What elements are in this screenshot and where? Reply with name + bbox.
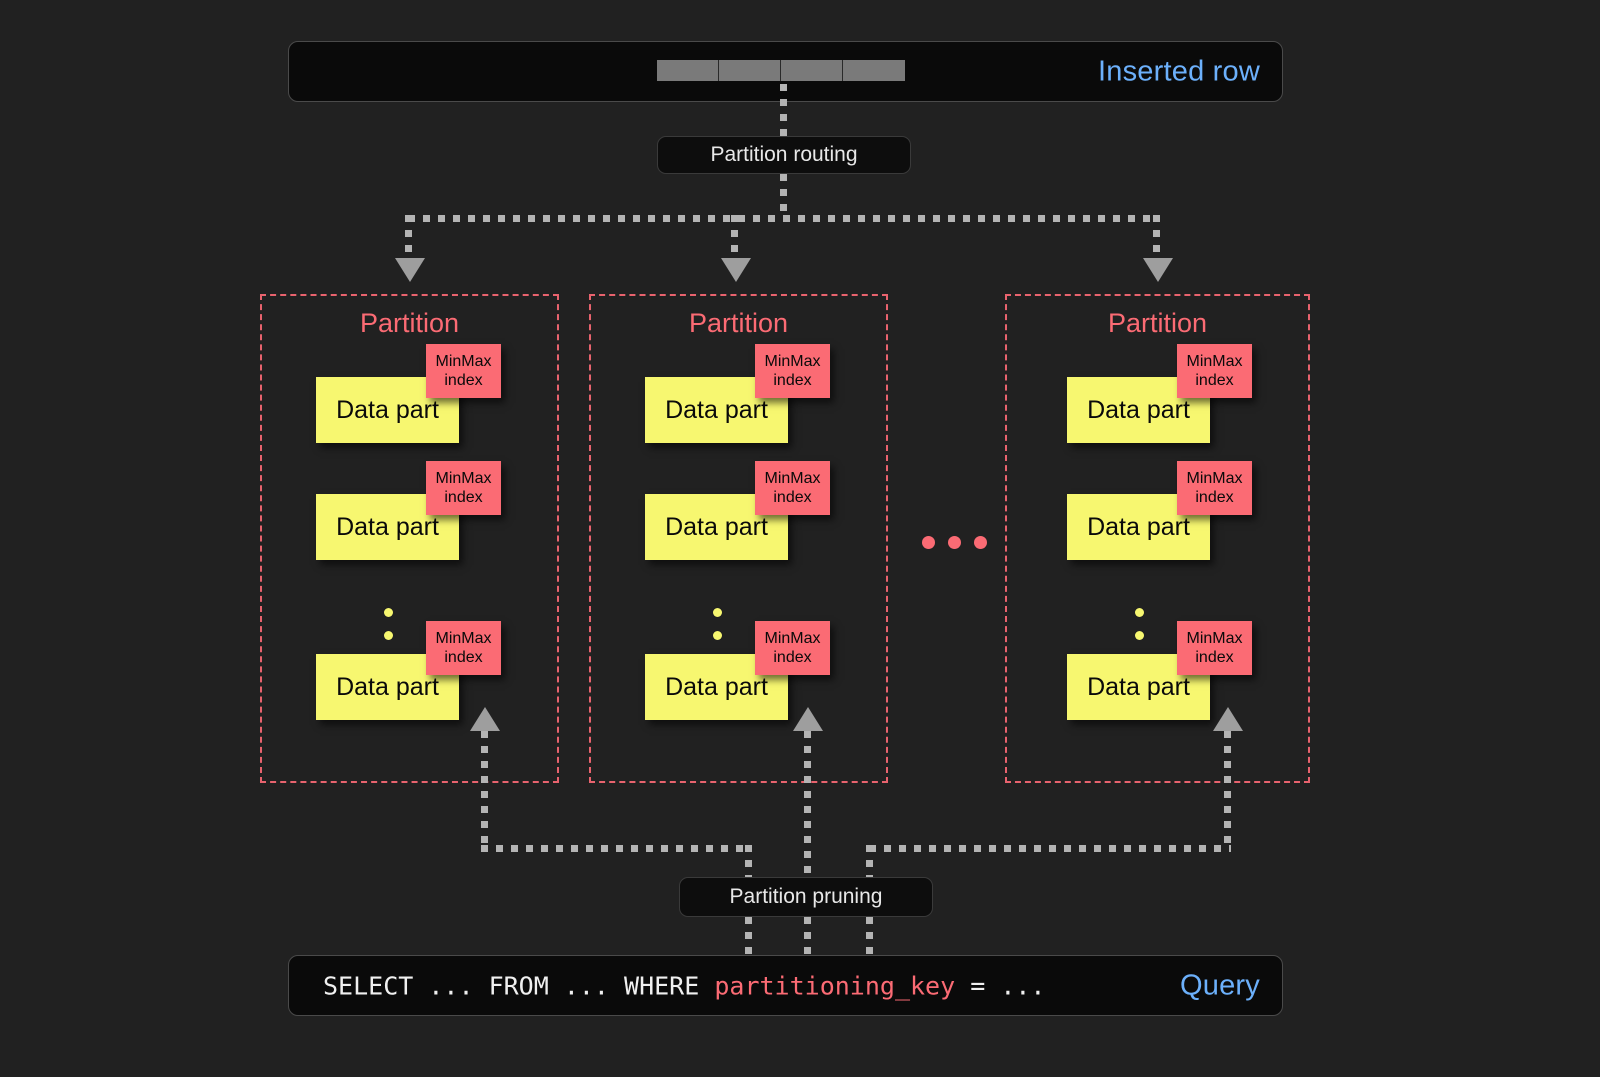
connector-pruning-to-query-left: [745, 917, 752, 957]
row-cell: [657, 60, 719, 81]
connector-row-to-routing: [780, 84, 787, 138]
data-part-box[interactable]: Data part: [1067, 654, 1210, 720]
minmax-index-box[interactable]: MinMax index: [755, 621, 830, 675]
minmax-index-box[interactable]: MinMax index: [1177, 461, 1252, 515]
minmax-line-1: MinMax: [764, 353, 821, 370]
minmax-line-2: index: [1195, 372, 1234, 389]
row-cell: [719, 60, 781, 81]
data-part-box[interactable]: Data part: [316, 654, 459, 720]
minmax-line-1: MinMax: [1186, 630, 1243, 647]
connector-pruning-to-query-right: [866, 917, 873, 957]
partition-title: Partition: [1107, 308, 1208, 338]
data-part-box[interactable]: Data part: [1067, 377, 1210, 443]
minmax-index-box[interactable]: MinMax index: [426, 621, 501, 675]
query-sql-text: SELECT ... FROM ... WHERE partitioning_k…: [323, 971, 1045, 1000]
partition-pruning-label: Partition pruning: [729, 885, 883, 908]
connector-bus-down-right: [866, 845, 873, 881]
minmax-line-1: MinMax: [764, 630, 821, 647]
minmax-line-1: MinMax: [764, 470, 821, 487]
connector-pruning-to-partition-1: [481, 731, 488, 851]
connector-bus-to-partition-3: [1153, 215, 1160, 263]
partition-container-3: Partition Data part MinMax index Data pa…: [1005, 294, 1310, 783]
partition-container-1: Partition Data part MinMax index Data pa…: [260, 294, 559, 783]
connector-routing-to-bus: [780, 174, 787, 219]
query-prefix: SELECT ... FROM ... WHERE: [323, 971, 715, 1000]
inserted-row-label: Inserted row: [1098, 55, 1260, 87]
connector-pruning-to-query-mid: [804, 917, 811, 957]
partition-pruning-box[interactable]: Partition pruning: [679, 877, 933, 917]
connector-pruning-to-partition-2: [804, 731, 811, 926]
minmax-line-2: index: [773, 489, 812, 506]
minmax-line-1: MinMax: [435, 470, 492, 487]
minmax-line-2: index: [773, 372, 812, 389]
query-label: Query: [1180, 969, 1260, 1001]
connector-bus-down-left: [745, 845, 752, 881]
connector-pruning-to-partition-3: [1224, 731, 1231, 851]
connector-pruning-bus-left: [481, 845, 749, 852]
partition-title: Partition: [359, 308, 460, 338]
minmax-line-2: index: [773, 649, 812, 666]
arrow-up-partition-1: [470, 707, 500, 731]
connector-distribution-bus: [408, 215, 1160, 222]
minmax-line-1: MinMax: [1186, 470, 1243, 487]
minmax-index-box[interactable]: MinMax index: [1177, 621, 1252, 675]
row-cell: [781, 60, 843, 81]
arrow-up-partition-3: [1213, 707, 1243, 731]
arrow-down-partition-1: [395, 258, 425, 282]
minmax-index-box[interactable]: MinMax index: [426, 461, 501, 515]
partition-routing-label: Partition routing: [710, 143, 858, 166]
inserted-row-cells: [657, 60, 905, 81]
minmax-line-1: MinMax: [435, 630, 492, 647]
arrow-down-partition-3: [1143, 258, 1173, 282]
query-suffix: = ...: [955, 971, 1046, 1000]
data-part-box[interactable]: Data part: [316, 377, 459, 443]
query-bar: SELECT ... FROM ... WHERE partitioning_k…: [288, 955, 1283, 1016]
partition-container-2: Partition Data part MinMax index Data pa…: [589, 294, 888, 783]
minmax-line-2: index: [444, 649, 483, 666]
minmax-index-box[interactable]: MinMax index: [755, 344, 830, 398]
minmax-index-box[interactable]: MinMax index: [1177, 344, 1252, 398]
query-keyword: partitioning_key: [714, 971, 956, 1000]
connector-pruning-bus-right: [869, 845, 1231, 852]
minmax-line-2: index: [1195, 489, 1234, 506]
partition-routing-box[interactable]: Partition routing: [657, 136, 911, 174]
partition-title: Partition: [688, 308, 789, 338]
minmax-line-2: index: [1195, 649, 1234, 666]
minmax-index-box[interactable]: MinMax index: [755, 461, 830, 515]
minmax-line-1: MinMax: [435, 353, 492, 370]
arrow-down-partition-2: [721, 258, 751, 282]
minmax-index-box[interactable]: MinMax index: [426, 344, 501, 398]
minmax-line-1: MinMax: [1186, 353, 1243, 370]
connector-bus-to-partition-2: [731, 215, 738, 263]
connector-bus-to-partition-1: [405, 215, 412, 263]
minmax-line-2: index: [444, 489, 483, 506]
minmax-line-2: index: [444, 372, 483, 389]
partition-ellipsis: [922, 536, 987, 549]
arrow-up-partition-2: [793, 707, 823, 731]
row-cell: [843, 60, 905, 81]
